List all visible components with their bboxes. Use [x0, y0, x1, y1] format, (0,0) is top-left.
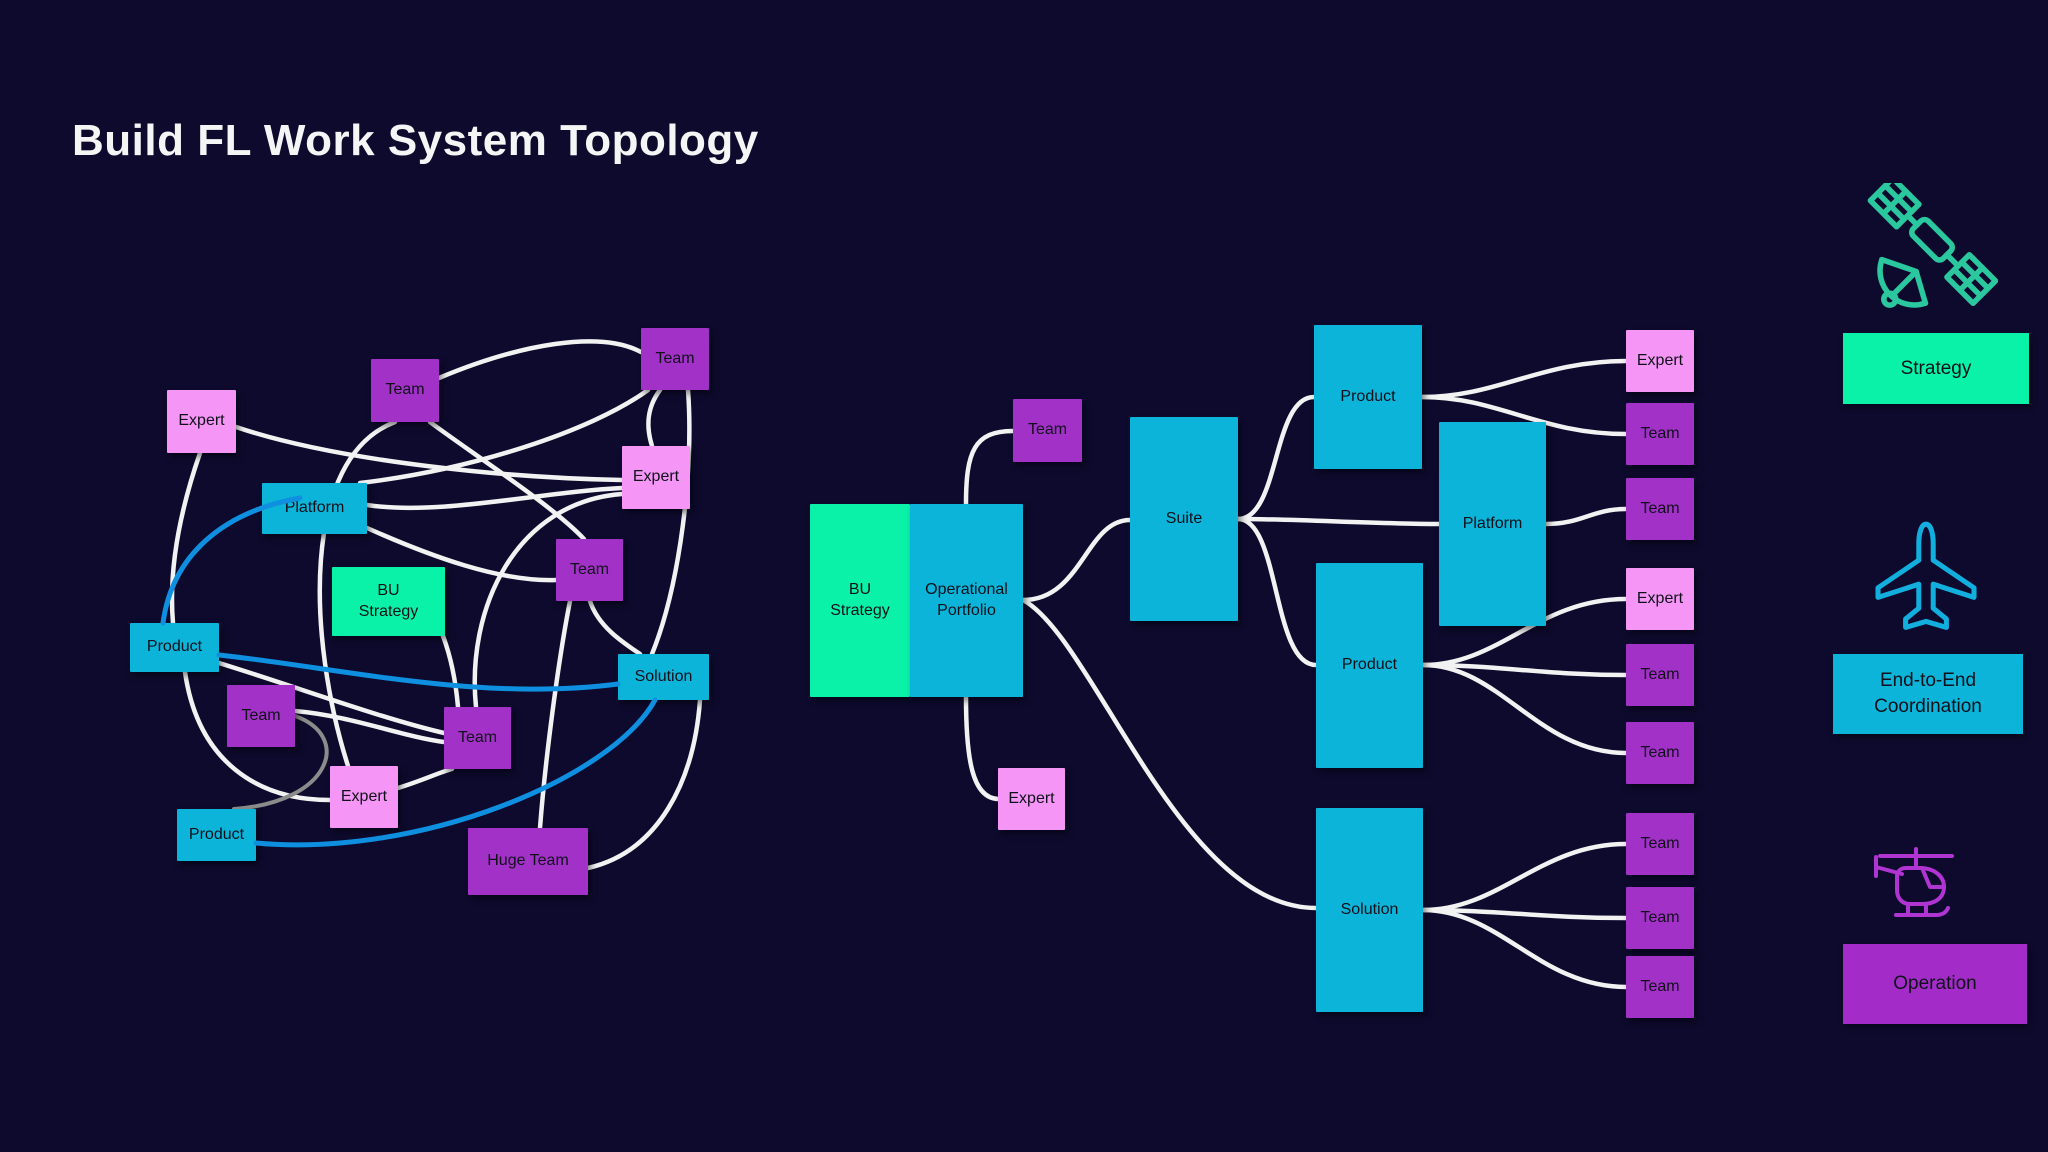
tree-product-2-node[interactable]: Product [1316, 563, 1423, 768]
cluster-team-mid2-node[interactable]: Team [444, 707, 511, 769]
tree-suite-node[interactable]: Suite [1130, 417, 1238, 621]
cluster-expert-bottom-node[interactable]: Expert [330, 766, 398, 828]
cluster-team-midleft-node[interactable]: Team [227, 685, 295, 747]
cluster-team-topleft-node[interactable]: Team [371, 359, 439, 422]
legend-label-operation: Operation [1843, 944, 2027, 1024]
tree-leaf-expert-4[interactable]: Expert [1626, 568, 1694, 630]
tree-expert-node[interactable]: Expert [998, 768, 1065, 830]
cluster-huge-team-node[interactable]: Huge Team [468, 828, 588, 895]
tree-leaf-team-9[interactable]: Team [1626, 956, 1694, 1018]
tree-solution-node[interactable]: Solution [1316, 808, 1423, 1012]
cluster-bu-strategy-node[interactable]: BU Strategy [332, 567, 445, 636]
tree-team-node[interactable]: Team [1013, 399, 1082, 462]
page-title: Build FL Work System Topology [72, 116, 759, 165]
tree-leaf-team-2[interactable]: Team [1626, 403, 1694, 465]
tree-operational-portfolio-node[interactable]: Operational Portfolio [910, 504, 1023, 697]
tree-platform-node[interactable]: Platform [1439, 422, 1546, 626]
tree-leaf-expert-1[interactable]: Expert [1626, 330, 1694, 392]
tree-leaf-team-5[interactable]: Team [1626, 644, 1694, 706]
tree-bu-strategy-node[interactable]: BU Strategy [810, 504, 910, 697]
legend-label-end-to-end-coordination: End-to-End Coordination [1833, 654, 2023, 734]
cluster-expert-topleft-node[interactable]: Expert [167, 390, 236, 453]
tree-leaf-team-7[interactable]: Team [1626, 813, 1694, 875]
cluster-platform-node[interactable]: Platform [262, 483, 367, 534]
tree-leaf-team-6[interactable]: Team [1626, 722, 1694, 784]
cluster-team-mid-node[interactable]: Team [556, 539, 623, 601]
cluster-solution-node[interactable]: Solution [618, 654, 709, 700]
cluster-expert-right-node[interactable]: Expert [622, 446, 690, 509]
airplane-icon [1875, 521, 1977, 630]
tree-leaf-team-8[interactable]: Team [1626, 887, 1694, 949]
legend-label-strategy: Strategy [1843, 333, 2029, 404]
tree-leaf-team-3[interactable]: Team [1626, 478, 1694, 540]
cluster-product-left-node[interactable]: Product [130, 623, 219, 672]
helicopter-icon [1874, 847, 1954, 917]
tree-product-1-node[interactable]: Product [1314, 325, 1422, 469]
satellite-icon [1867, 183, 1998, 308]
cluster-team-top-node[interactable]: Team [641, 328, 709, 390]
cluster-product-bottom-node[interactable]: Product [177, 809, 256, 861]
